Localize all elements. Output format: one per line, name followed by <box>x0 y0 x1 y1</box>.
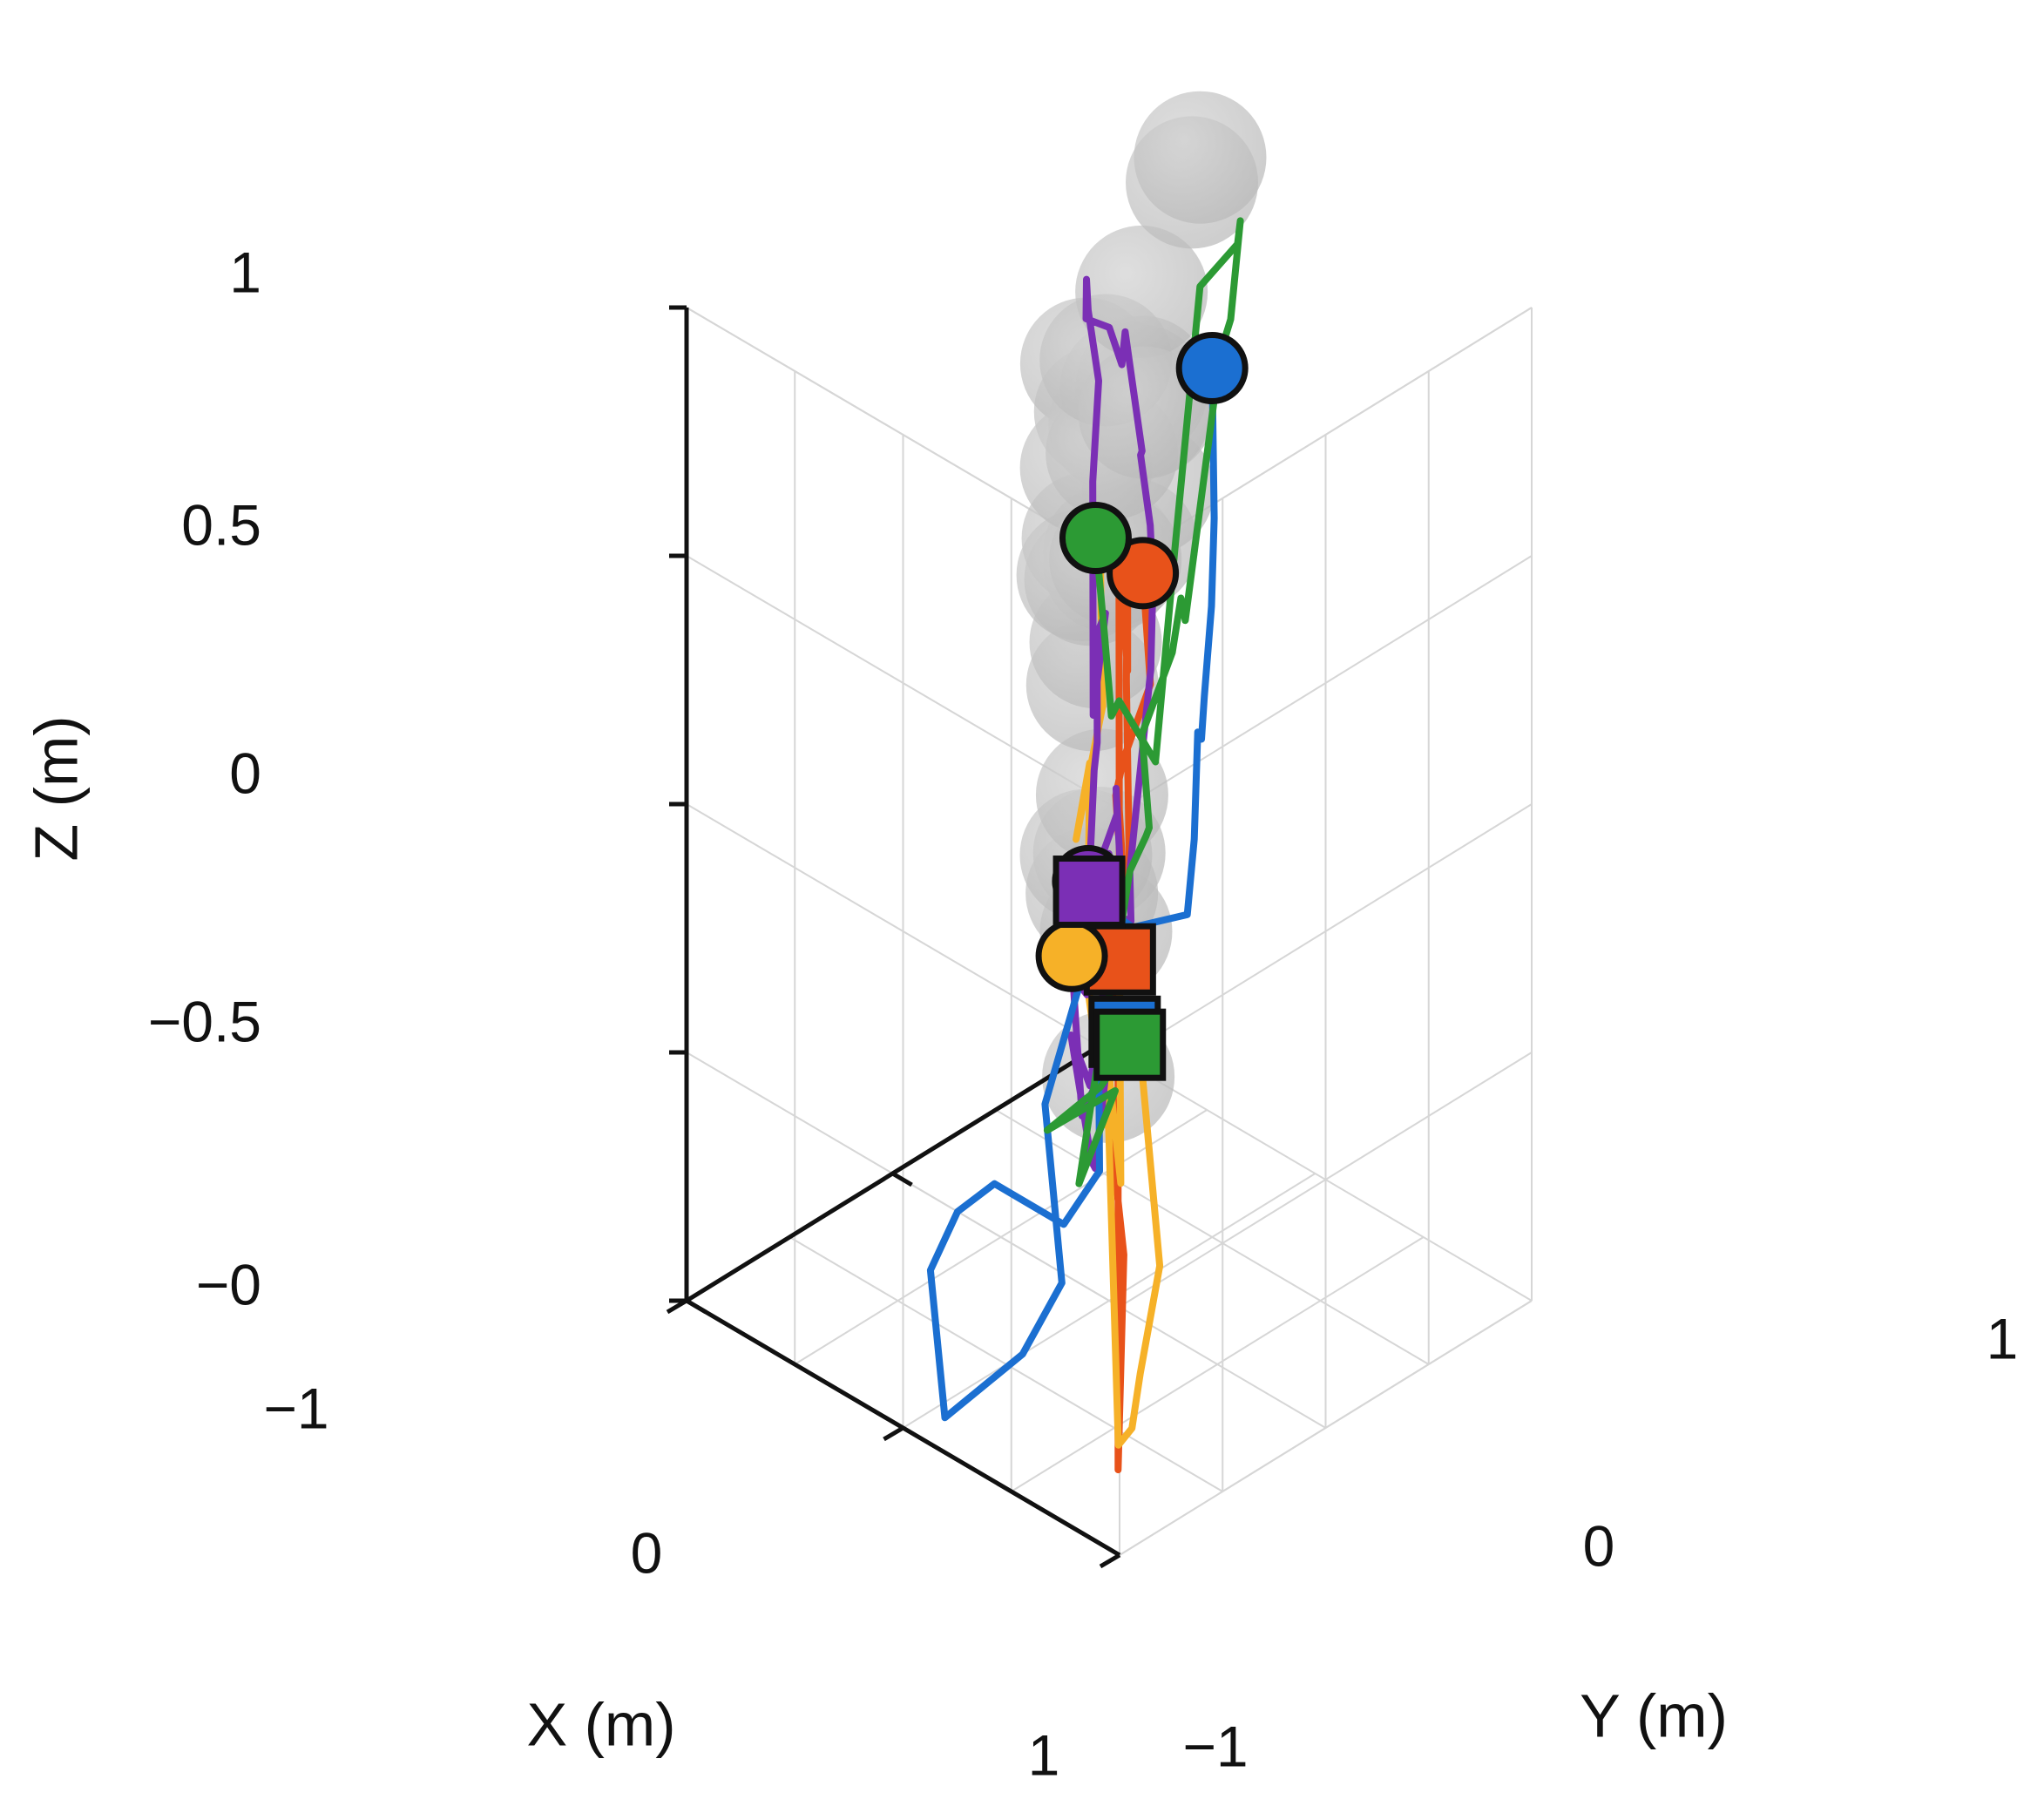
z-axis-tick: −0 <box>196 1252 261 1316</box>
x-axis-tick: 0 <box>631 1520 663 1585</box>
trajectory-line <box>1067 275 1157 1173</box>
obstacle-sphere <box>1134 91 1267 224</box>
start-marker <box>1175 331 1249 404</box>
goal-marker <box>1093 1008 1167 1081</box>
x-axis-tick: 1 <box>1028 1722 1060 1787</box>
x-axis-tick-mark <box>883 1425 904 1442</box>
z-axis-tick: 0 <box>229 741 261 805</box>
z-axis-tick: −0.5 <box>148 989 261 1053</box>
marker-layer <box>1035 331 1249 1081</box>
x-axis-tick-mark <box>1099 1552 1121 1569</box>
y-axis-tick: 1 <box>1986 1306 2019 1370</box>
z-axis-label: Z (m) <box>22 715 90 861</box>
z-axis-tick: 0.5 <box>181 492 261 557</box>
y-axis-tick-mark <box>685 1298 707 1315</box>
x-axis-tick: −1 <box>263 1376 328 1440</box>
obstacle-sphere <box>1078 346 1211 479</box>
grid-line <box>891 1173 1327 1429</box>
start-marker <box>1059 502 1132 575</box>
x-axis-label: X (m) <box>526 1690 675 1758</box>
grid-line <box>794 1109 1208 1365</box>
y-axis-tick-mark <box>891 1171 913 1187</box>
goal-marker <box>1052 856 1126 929</box>
start-marker <box>1035 919 1108 992</box>
z-axis-tick: 1 <box>229 240 261 304</box>
y-axis-tick: −1 <box>1182 1714 1248 1778</box>
trajectory-line <box>1043 217 1244 1187</box>
y-axis-label: Y (m) <box>1580 1681 1728 1749</box>
grid-line <box>995 1109 1430 1365</box>
x-axis-tick-mark <box>666 1298 688 1315</box>
y-axis-tick: 0 <box>1583 1513 1615 1578</box>
axis-layer <box>666 305 1121 1569</box>
